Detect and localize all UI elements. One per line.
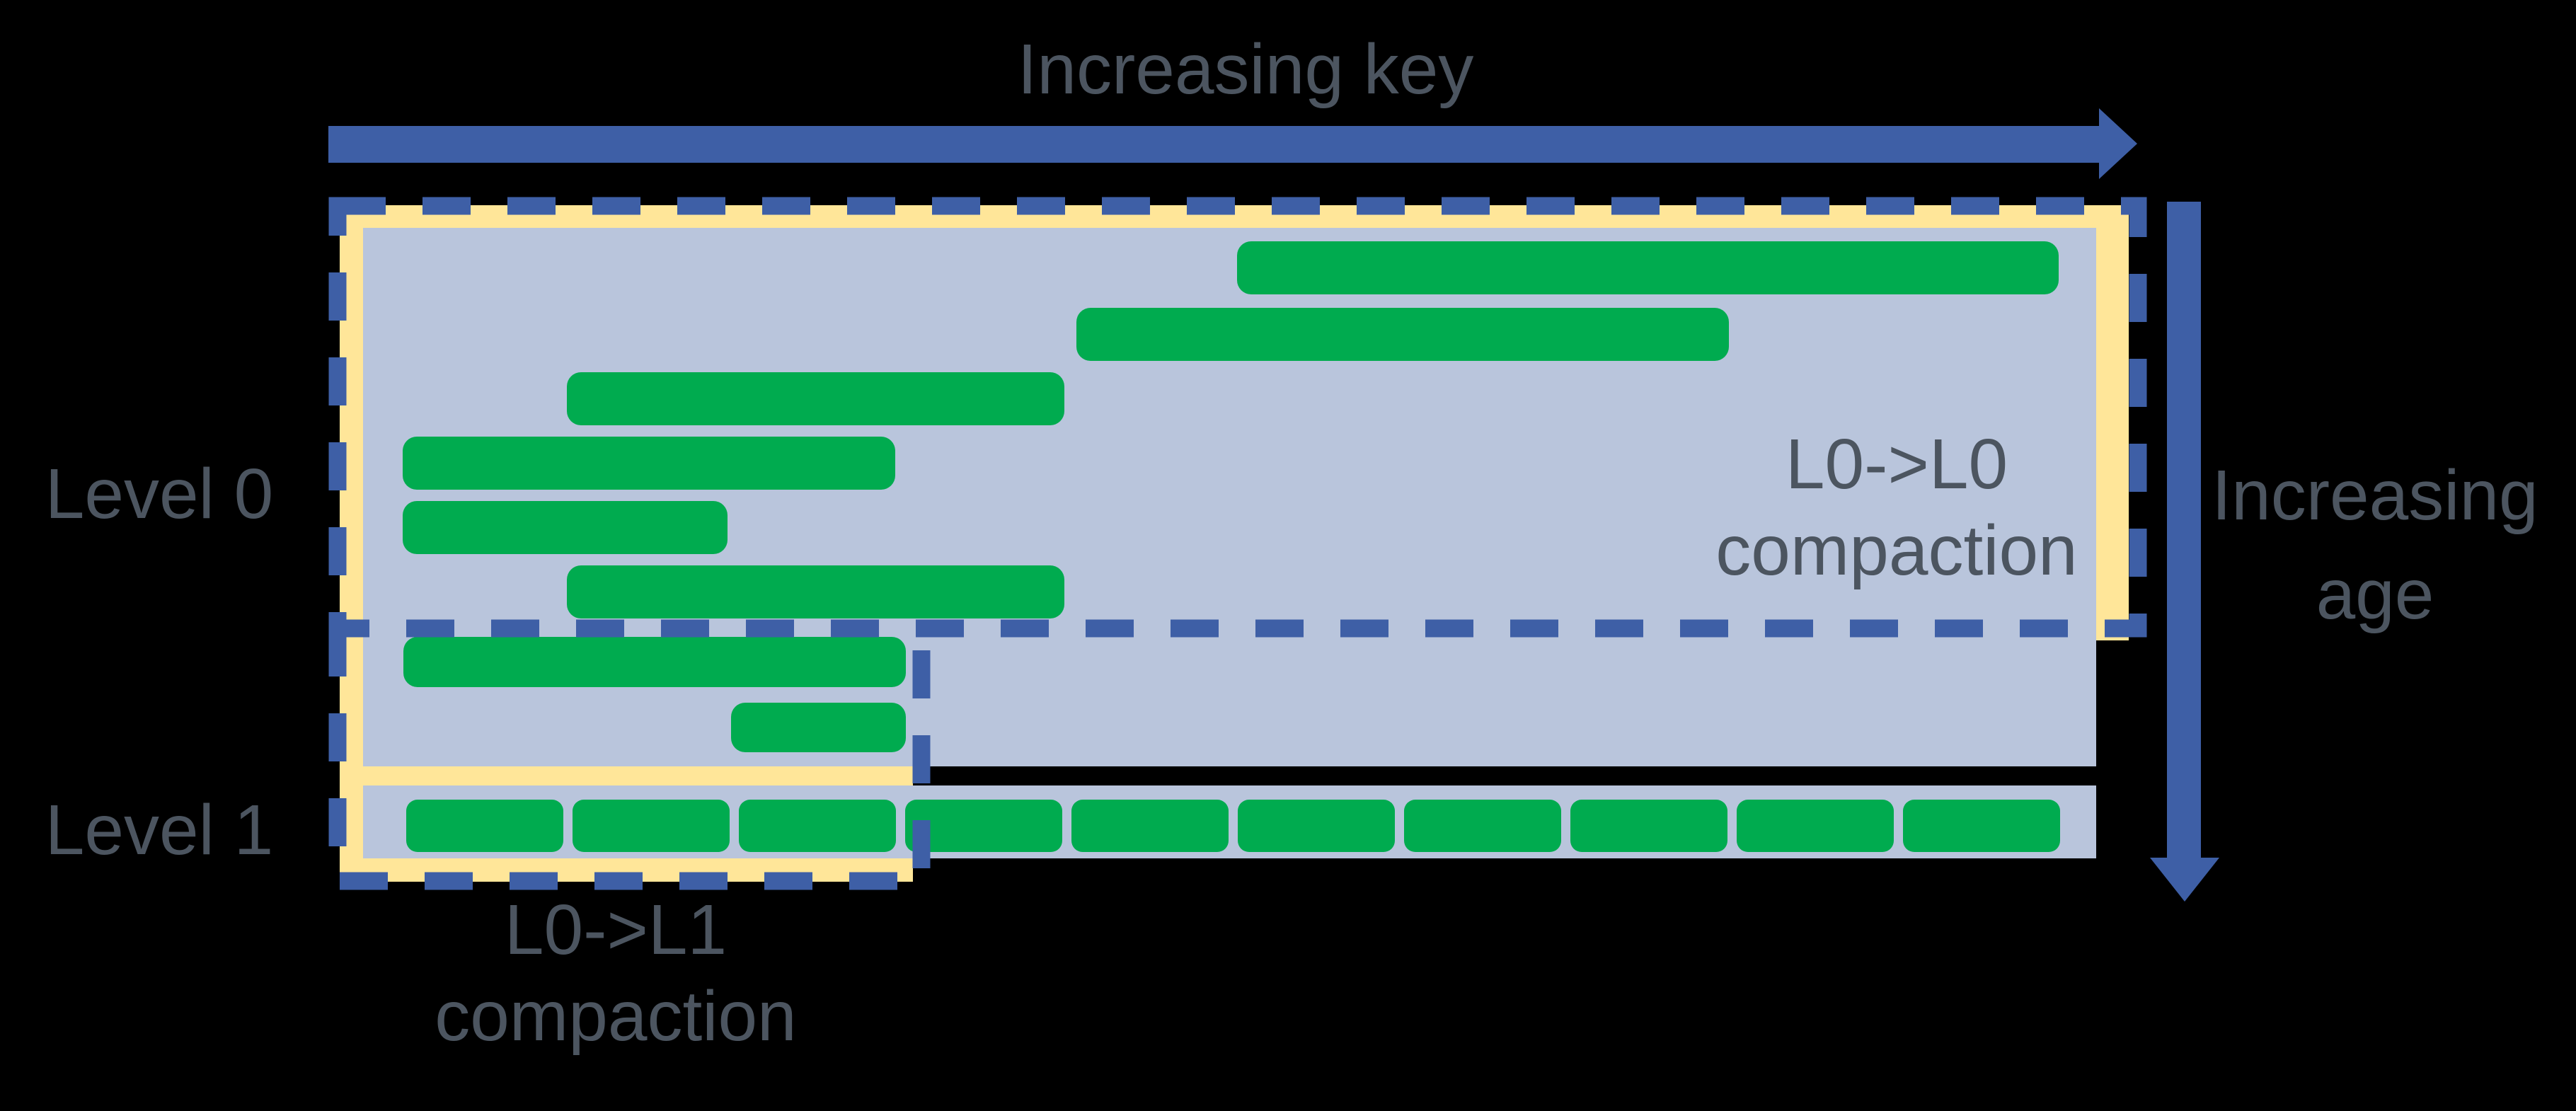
l0-l0-compaction-label: L0->L0 compaction (1649, 421, 2144, 594)
l0-l1-compaction-label-line1: L0->L1 (504, 890, 728, 969)
level1-sstable-bar (406, 800, 563, 852)
level1-label: Level 1 (45, 790, 274, 870)
increasing-key-arrow-head (2099, 108, 2137, 179)
increasing-age-arrow-head (2150, 858, 2219, 902)
level0-sstable-bar (1237, 241, 2059, 294)
level0-oldest-sstable-bar (403, 637, 906, 687)
level1-sstable-bar (1071, 800, 1229, 852)
increasing-age-arrow-shaft (2167, 202, 2201, 858)
l0-l1-compaction-label-line2: compaction (435, 977, 797, 1056)
l0-l0-compaction-label-line1: L0->L0 (1785, 425, 2008, 504)
level1-sstable-bar (905, 800, 1062, 852)
level0-label: Level 0 (45, 454, 274, 534)
level0-sstable-bar (567, 565, 1064, 618)
level1-sstable-bar (1404, 800, 1561, 852)
l0-l1-compaction-label: L0->L1 compaction (368, 887, 863, 1059)
l0-l1-compaction-dashed-border (328, 628, 931, 890)
level0-sstable-bar (567, 372, 1064, 425)
level0-oldest-sstable-bar (731, 703, 906, 752)
increasing-key-label: Increasing key (1017, 30, 1474, 109)
level1-sstable-bar (1238, 800, 1395, 852)
level1-sstable-bar (1570, 800, 1727, 852)
level1-sstable-bar (1903, 800, 2060, 852)
increasing-age-label: Increasing age (2195, 446, 2555, 644)
level0-sstable-bar (403, 437, 895, 490)
level1-sstable-bar (739, 800, 896, 852)
level1-sstable-bar (573, 800, 730, 852)
increasing-age-label-line1: Increasing (2212, 456, 2538, 535)
level1-sstable-bar (1737, 800, 1894, 852)
increasing-age-label-line2: age (2316, 555, 2434, 634)
level0-sstable-bar (403, 501, 728, 554)
l0-l0-compaction-label-line2: compaction (1715, 511, 2078, 590)
increasing-key-arrow-shaft (328, 126, 2099, 163)
level0-sstable-bar (1076, 308, 1729, 361)
